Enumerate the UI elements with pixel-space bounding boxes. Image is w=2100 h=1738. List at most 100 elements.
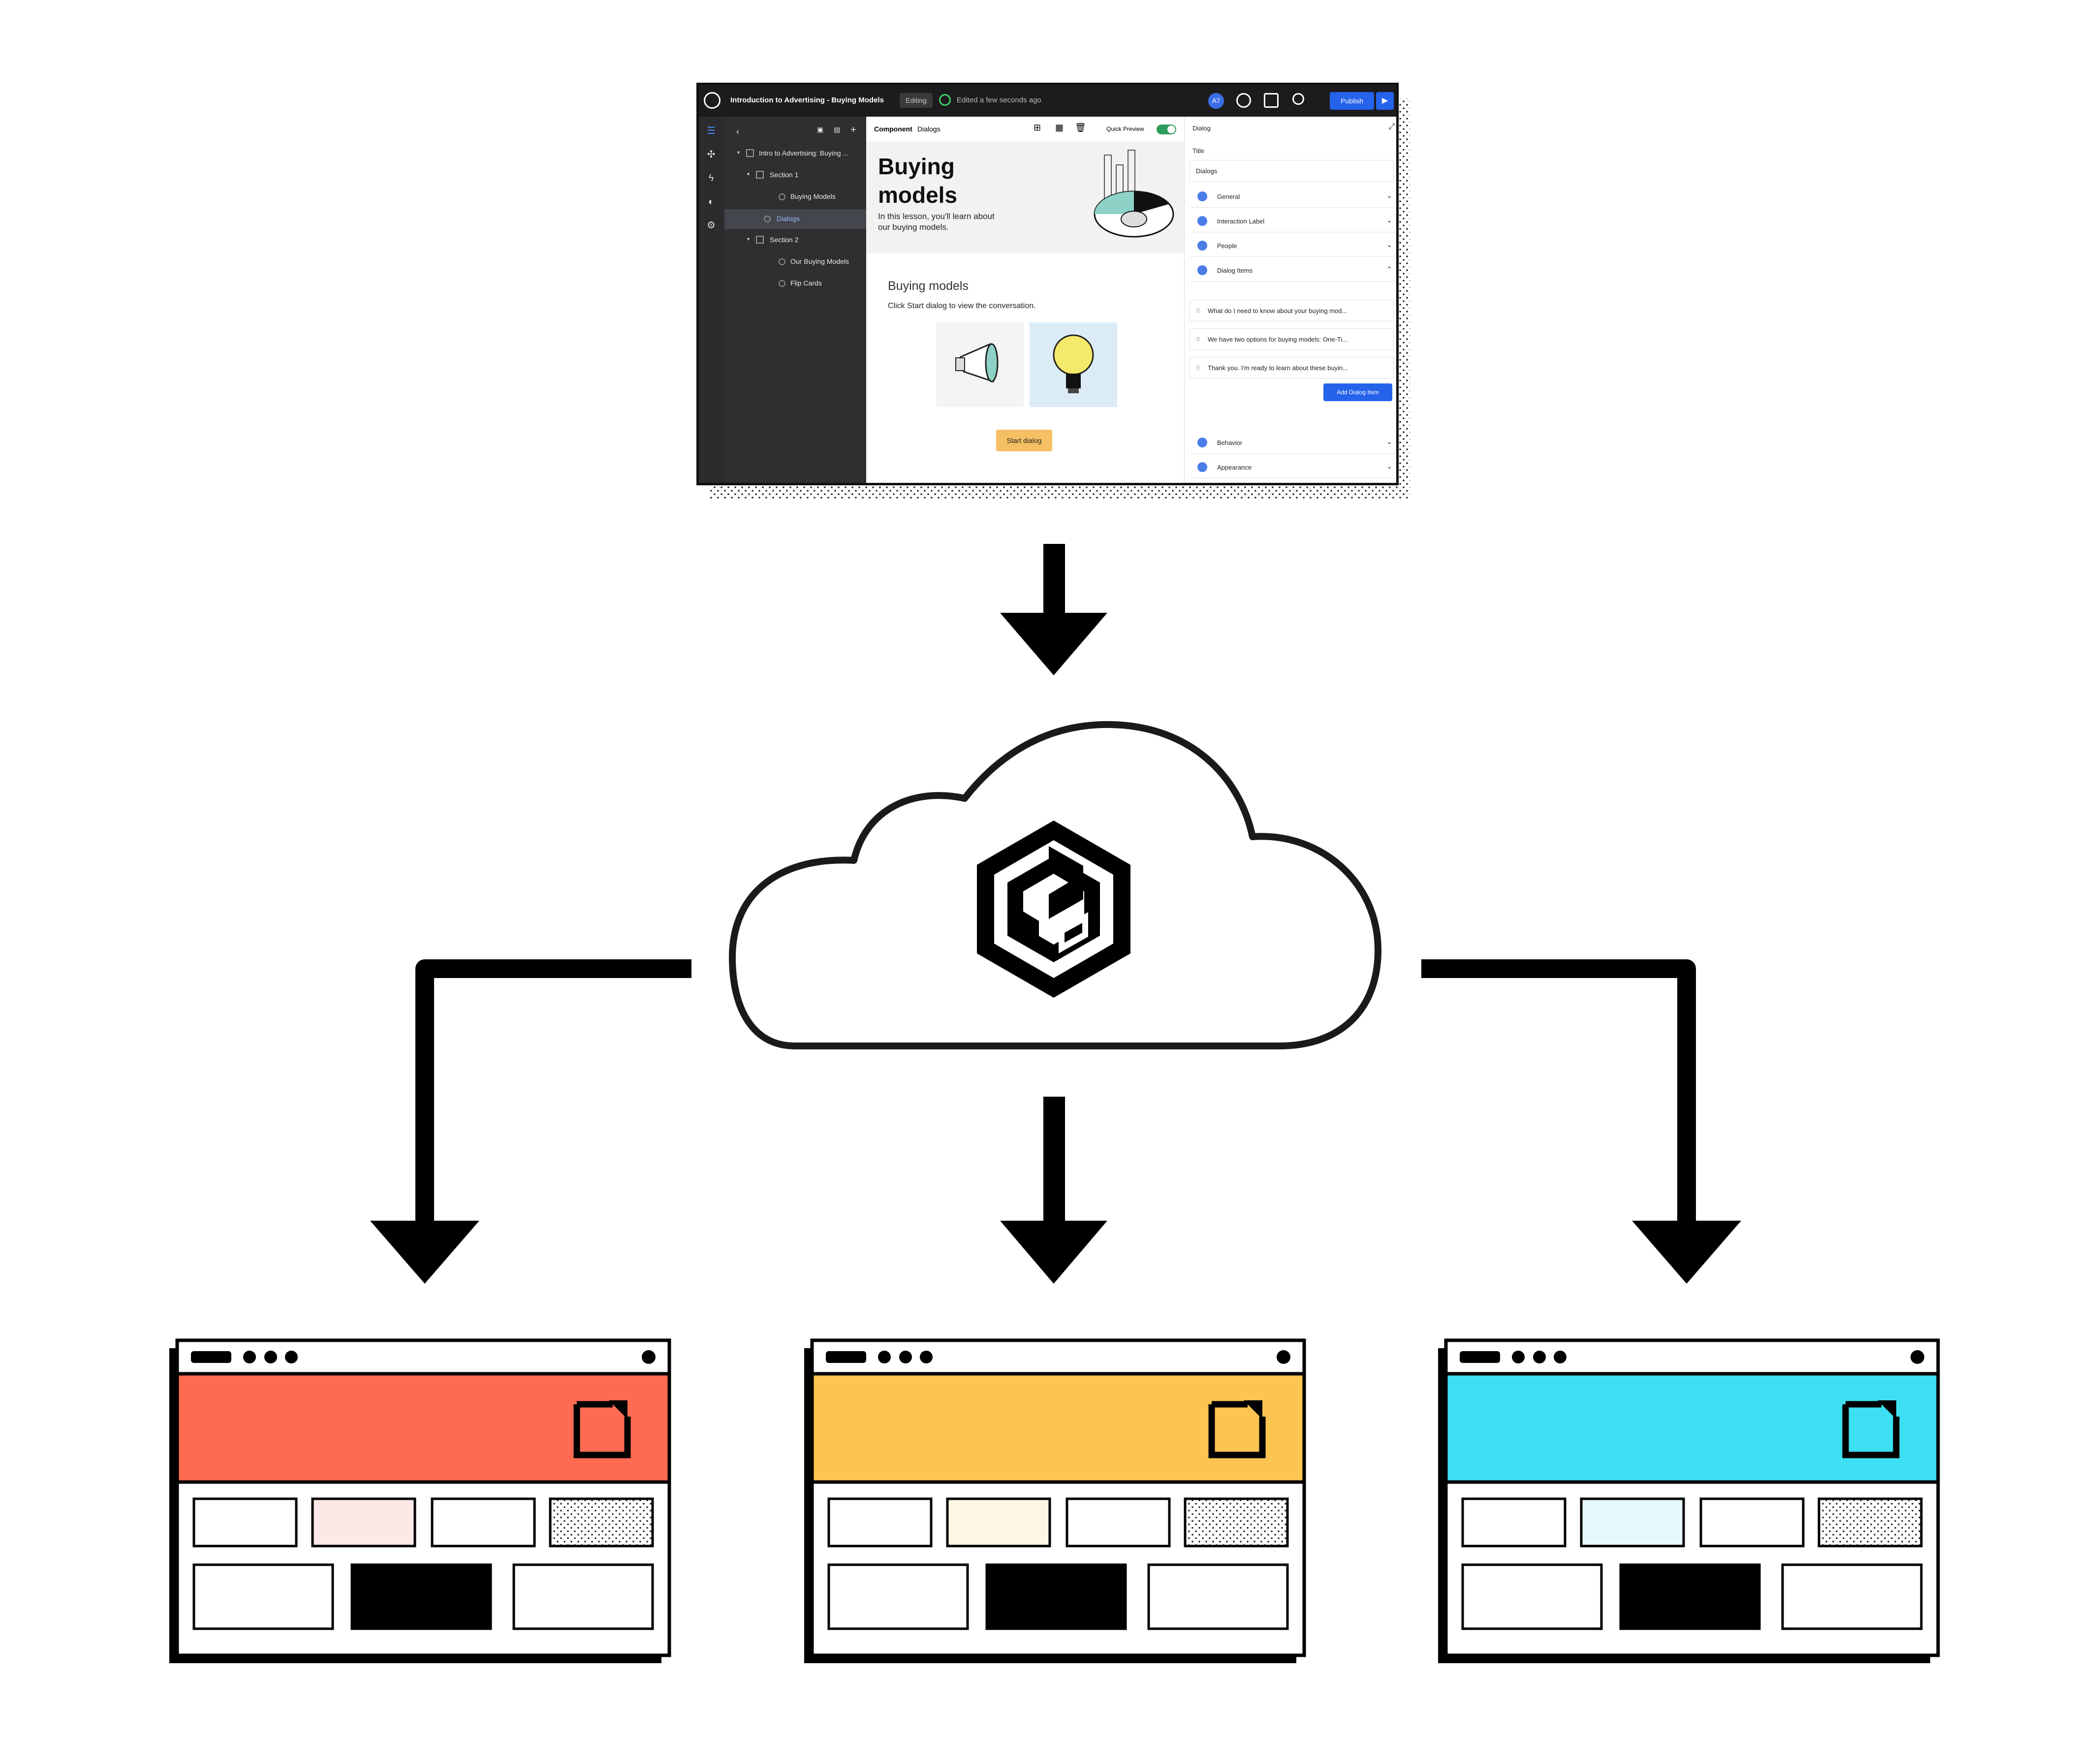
canvas-toolbar: Component Dialogs ⊞ ▦ 🗑 Quick Preview (866, 117, 1184, 142)
wrench-icon (1197, 438, 1207, 447)
hero-banner: Buying models In this lesson, you'll lea… (866, 141, 1184, 253)
gear-icon[interactable]: ⚙ (707, 220, 716, 231)
drag-handle-icon[interactable]: ⠿ (1196, 336, 1200, 343)
drag-handle-icon[interactable]: ⠿ (1196, 308, 1200, 315)
chevron-down-icon[interactable]: ▾ (747, 172, 750, 177)
panel-section-behavior[interactable]: Behavior ⌄ (1190, 432, 1396, 454)
title-input[interactable]: Dialogs (1190, 160, 1394, 182)
section-title: Buying models (888, 279, 969, 293)
panel-section-general[interactable]: General ⌄ (1190, 186, 1396, 208)
breadcrumb-label: Component (874, 125, 912, 133)
drag-handle-icon[interactable]: ⠿ (1196, 365, 1200, 372)
add-page-icon[interactable]: ▣ (817, 126, 824, 133)
preview-canvas: Component Dialogs ⊞ ▦ 🗑 Quick Preview Bu… (866, 117, 1184, 483)
window-header-red (175, 1372, 671, 1484)
course-title: Introduction to Advertising - Buying Mod… (730, 96, 884, 104)
comments-icon[interactable] (1264, 93, 1279, 108)
quick-preview-toggle[interactable] (1157, 125, 1176, 134)
check-circle-icon (939, 94, 951, 106)
section-icon (756, 171, 764, 179)
dialog-icon (764, 216, 771, 222)
editing-status-chip: Editing (900, 93, 933, 108)
tree-item-root[interactable]: Intro to Advertising: Buying ... (759, 149, 849, 157)
panel-section-interaction-label[interactable]: Interaction Label ⌄ (1190, 210, 1396, 232)
list-icon (1197, 265, 1207, 275)
help-icon[interactable] (1236, 93, 1251, 108)
course-outline: ‹ ▣ ▤ + ▾ Intro to Advertising: Buying .… (724, 117, 866, 483)
add-icon[interactable]: + (850, 125, 856, 135)
avatar[interactable]: A7 (1208, 93, 1224, 109)
megaphone-icon (955, 343, 999, 383)
expand-icon (1208, 1400, 1266, 1458)
chevron-down-icon: ⌄ (1386, 241, 1392, 249)
expand-icon (1842, 1400, 1900, 1458)
chevron-down-icon: ⌄ (1386, 462, 1392, 470)
chevron-up-icon: ⌃ (1386, 265, 1392, 273)
window-header-cyan (1444, 1372, 1940, 1484)
palette-icon (1197, 462, 1207, 472)
section-subtitle: Click Start dialog to view the conversat… (888, 302, 1036, 310)
lightning-icon[interactable]: ϟ (708, 173, 714, 184)
chevron-down-icon: ⌄ (1386, 438, 1392, 445)
tree-item-section-1[interactable]: Section 1 (770, 171, 799, 179)
component-icon (779, 258, 785, 265)
tree-item-dialogs[interactable]: Dialogs (777, 215, 800, 222)
play-icon[interactable]: ▶ (1376, 92, 1394, 110)
palette-icon[interactable]: ◐ (708, 196, 715, 207)
add-image-icon[interactable]: ⊞ (1034, 123, 1041, 132)
section-icon (756, 236, 764, 244)
calendar-icon[interactable]: ▦ (1055, 123, 1064, 132)
arrow-cloud-to-right-window (1421, 959, 1741, 1284)
expand-icon (573, 1400, 631, 1458)
eye-icon (779, 280, 785, 287)
chevron-down-icon: ⌄ (1386, 191, 1392, 199)
add-folder-icon[interactable]: ▤ (834, 126, 841, 133)
panel-section-appearance[interactable]: Appearance ⌄ (1190, 456, 1396, 478)
tree-item-buying-models[interactable]: Buying Models (790, 192, 836, 200)
collapse-icon[interactable]: ‹ (736, 126, 739, 136)
arrow-editor-to-cloud (1000, 544, 1107, 675)
component-icon (779, 193, 785, 200)
tree-item-our-buying-models[interactable]: Our Buying Models (790, 257, 849, 265)
editor-topbar: Introduction to Advertising - Buying Mod… (699, 85, 1396, 117)
arrow-cloud-to-left-window (370, 959, 691, 1284)
panel-header: Dialog (1192, 125, 1211, 132)
lightbulb-icon (1053, 334, 1094, 393)
outline-icon[interactable]: ☰ (707, 126, 716, 136)
hero-subtitle: In this lesson, you'll learn about our b… (878, 212, 995, 232)
lightbulb-image (1030, 322, 1117, 407)
tree-item-flip-cards[interactable]: Flip Cards (790, 279, 822, 287)
title-label: Title (1192, 147, 1205, 155)
people-icon (1197, 241, 1207, 251)
saved-status: Edited a few seconds ago (957, 96, 1041, 104)
puzzle-icon[interactable]: ✣ (707, 149, 716, 160)
arrow-cloud-to-center-window (1000, 1097, 1107, 1284)
breadcrumb: Dialogs (917, 125, 940, 133)
search-icon[interactable] (1292, 93, 1304, 105)
add-dialog-item-button[interactable]: Add Dialog Item (1323, 383, 1392, 401)
properties-panel: Dialog ⤢ Title Dialogs General ⌄ Interac… (1184, 117, 1396, 483)
tree-item-selected-row[interactable]: Dialogs (724, 209, 866, 229)
expand-icon[interactable]: ⤢ (1388, 123, 1395, 131)
gear-icon (1197, 191, 1207, 201)
start-dialog-button[interactable]: Start dialog (996, 430, 1052, 451)
panel-section-people[interactable]: People ⌄ (1190, 235, 1396, 257)
browser-window-red (169, 1338, 671, 1663)
tree-item-section-2[interactable]: Section 2 (770, 236, 799, 244)
publish-button[interactable]: Publish (1330, 92, 1374, 110)
app-logo-icon[interactable] (704, 92, 721, 109)
page-icon (746, 149, 754, 157)
dialog-item[interactable]: ⠿ We have two options for buying models:… (1190, 328, 1394, 350)
dialog-item[interactable]: ⠿ What do I need to know about your buyi… (1190, 300, 1394, 321)
chevron-down-icon: ⌄ (1386, 216, 1392, 224)
editor-screenshot: Introduction to Advertising - Buying Mod… (696, 83, 1399, 485)
browser-window-yellow (804, 1338, 1306, 1663)
panel-section-dialog-items[interactable]: Dialog Items ⌃ (1190, 259, 1396, 282)
dialog-item[interactable]: ⠿ Thank you. I'm ready to learn about th… (1190, 357, 1394, 379)
trash-icon[interactable]: 🗑 (1075, 123, 1086, 132)
hero-illustration (1094, 150, 1174, 238)
label-icon (1197, 216, 1207, 226)
chevron-down-icon[interactable]: ▾ (737, 150, 740, 156)
chevron-down-icon[interactable]: ▾ (747, 237, 750, 242)
